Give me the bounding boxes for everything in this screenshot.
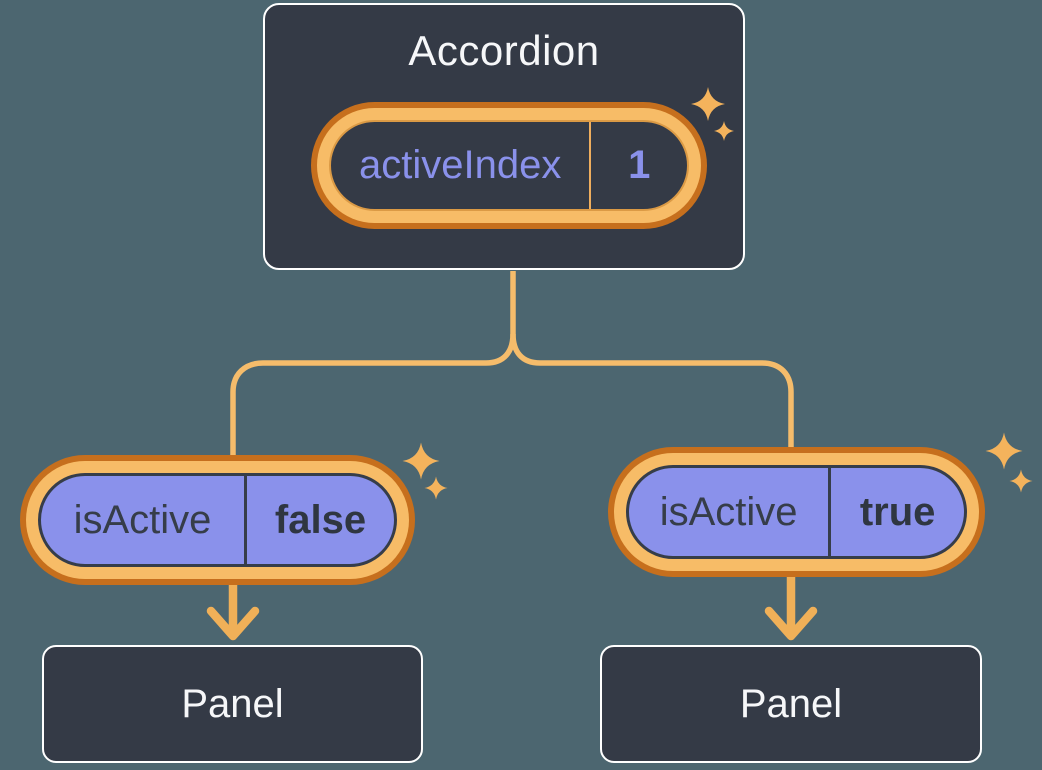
state-name-label: activeIndex: [359, 143, 562, 187]
prop-value-label: true: [828, 468, 964, 556]
sparkle-icon: [402, 442, 448, 500]
accordion-component-card: Accordion activeIndex 1: [263, 3, 745, 270]
component-title: Panel: [739, 681, 843, 726]
prop-pill-body: isActive true: [626, 465, 967, 559]
state-pill-body: activeIndex 1: [329, 120, 689, 211]
panel-component-card: Panel: [42, 645, 423, 763]
component-title: Accordion: [408, 27, 600, 74]
sparkle-icon: [985, 432, 1033, 493]
prop-pill-body: isActive false: [38, 473, 397, 567]
prop-pill-isactive-true: isActive true: [608, 447, 985, 577]
prop-name-label: isActive: [73, 497, 212, 542]
state-value-label: 1: [589, 122, 687, 209]
prop-value-label: false: [244, 476, 394, 564]
panel-component-card: Panel: [600, 645, 982, 763]
prop-name-label: isActive: [659, 489, 798, 534]
state-pill: activeIndex 1: [311, 102, 707, 229]
prop-pill-glow-ring: isActive true: [614, 453, 979, 571]
state-pill-glow-ring: activeIndex 1: [317, 108, 701, 223]
prop-pill-glow-ring: isActive false: [26, 461, 409, 579]
component-title: Panel: [181, 681, 284, 726]
prop-pill-isactive-false: isActive false: [20, 455, 415, 585]
